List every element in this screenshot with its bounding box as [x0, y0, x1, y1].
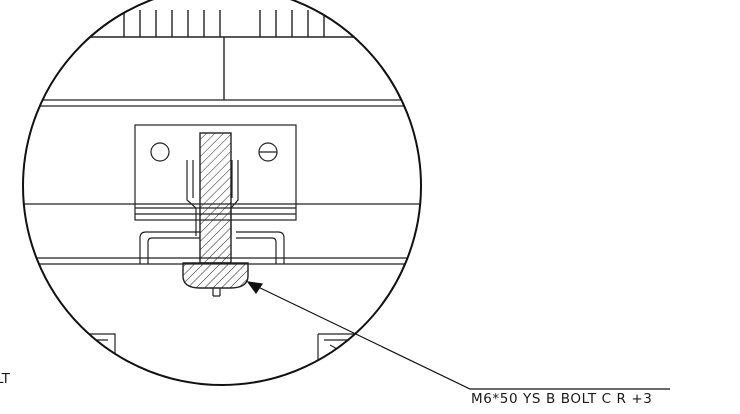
top-teeth: [80, 10, 380, 100]
detail-view: [23, 10, 420, 385]
nut-channel: [186, 160, 239, 236]
callout-label: M6*50 YS B BOLT C R +3: [471, 391, 652, 407]
lower-blocks: [23, 333, 420, 385]
edge-fragment-text: LT: [0, 371, 11, 387]
clip-rails: [139, 231, 285, 264]
bolt-section: [182, 132, 249, 297]
detail-circle: [22, 0, 422, 386]
leader-line: [246, 281, 670, 390]
